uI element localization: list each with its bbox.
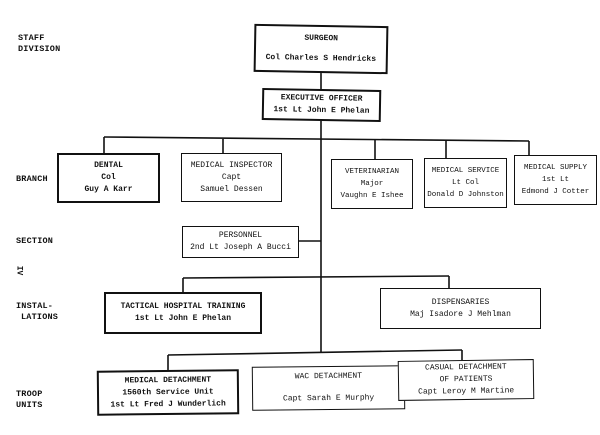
box-name: 2nd Lt Joseph A Bucci: [190, 243, 291, 252]
connector-branch-bar: [103, 136, 530, 142]
box-title: MEDICAL INSPECTOR: [190, 160, 273, 170]
box-name: Vaughn E Ishee: [340, 192, 404, 200]
box-name: Col Charles S Hendricks: [265, 53, 377, 64]
box-name: 1st Lt Fred J Wunderlich: [110, 398, 226, 410]
box-rank: Major: [360, 180, 384, 188]
connector-troop-bar: [167, 349, 463, 356]
box-title: PERSONNEL: [218, 231, 263, 240]
box-subtitle: 1560th Service Unit: [122, 387, 214, 397]
org-box-casual-detachment: CASUAL DETACHMENT OF PATIENTS Capt Leroy…: [397, 359, 535, 401]
box-rank: Col: [101, 173, 116, 182]
box-title: MEDICAL SERVICE: [431, 167, 500, 175]
row-label-line: STAFF: [18, 33, 45, 43]
box-rank: Capt: [221, 172, 242, 182]
box-name: Edmond J Cotter: [521, 188, 590, 196]
box-rank: 1st Lt: [541, 176, 569, 184]
row-label-branch: BRANCH: [16, 174, 48, 184]
page-marker: IV: [14, 265, 24, 276]
box-name: Guy A Karr: [84, 185, 133, 194]
row-label-line: UNITS: [16, 400, 43, 410]
box-name: Donald D Johnston: [427, 191, 504, 199]
org-box-medical-detachment: MEDICAL DETACHMENT 1560th Service Unit 1…: [96, 369, 240, 416]
row-label-section: SECTION: [16, 236, 54, 246]
box-title: MEDICAL DETACHMENT: [124, 375, 212, 385]
box-subtitle: OF PATIENTS: [439, 374, 493, 385]
box-name: 1st Lt John E Phelan: [273, 105, 370, 116]
org-box-personnel: PERSONNEL 2nd Lt Joseph A Bucci: [182, 226, 299, 258]
box-name: 1st Lt John E Phelan: [134, 314, 231, 323]
org-box-executive-officer: EXECUTIVE OFFICER 1st Lt John E Phelan: [261, 87, 382, 123]
box-title: TACTICAL HOSPITAL TRAINING: [120, 302, 246, 311]
org-box-medical-supply: MEDICAL SUPPLY 1st Lt Edmond J Cotter: [514, 155, 597, 205]
org-box-medical-inspector: MEDICAL INSPECTOR Capt Samuel Dessen: [181, 153, 282, 202]
box-name: Capt Leroy M Martine: [418, 386, 515, 397]
org-box-tactical-hospital-training: TACTICAL HOSPITAL TRAINING 1st Lt John E…: [104, 292, 262, 334]
box-name: Capt Sarah E Murphy: [282, 393, 375, 404]
box-rank: Lt Col: [451, 179, 479, 187]
box-name: Maj Isadore J Mehlman: [410, 309, 511, 319]
connector-installations-bar: [182, 275, 450, 279]
row-label-troop-units: TROOP UNITS: [16, 389, 43, 411]
row-label-line: INSTAL-: [16, 301, 54, 311]
box-title: DISPENSARIES: [431, 297, 490, 307]
box-title: MEDICAL SUPPLY: [523, 164, 587, 172]
box-name: Samuel Dessen: [200, 184, 263, 194]
org-box-wac-detachment: WAC DETACHMENT Capt Sarah E Murphy: [251, 365, 406, 411]
org-box-dispensaries: DISPENSARIES Maj Isadore J Mehlman: [380, 288, 541, 329]
org-box-veterinarian: VETERINARIAN Major Vaughn E Ishee: [331, 159, 413, 209]
org-box-dental: DENTAL Col Guy A Karr: [57, 153, 160, 203]
org-box-surgeon: SURGEON Col Charles S Hendricks: [253, 23, 389, 75]
box-title: SURGEON: [304, 33, 339, 44]
box-title: CASUAL DETACHMENT: [424, 362, 507, 373]
box-title: DENTAL: [94, 161, 123, 170]
row-label-line: TROOP: [16, 389, 43, 399]
org-box-medical-service: MEDICAL SERVICE Lt Col Donald D Johnston: [424, 158, 507, 208]
row-label-staff-division: STAFF DIVISION: [18, 33, 60, 55]
row-label-line: DIVISION: [18, 44, 61, 54]
box-title: VETERINARIAN: [344, 168, 399, 176]
row-label-line: LATIONS: [21, 312, 59, 322]
row-label-installations: INSTAL- LATIONS: [16, 301, 58, 323]
box-title: WAC DETACHMENT: [294, 371, 363, 382]
